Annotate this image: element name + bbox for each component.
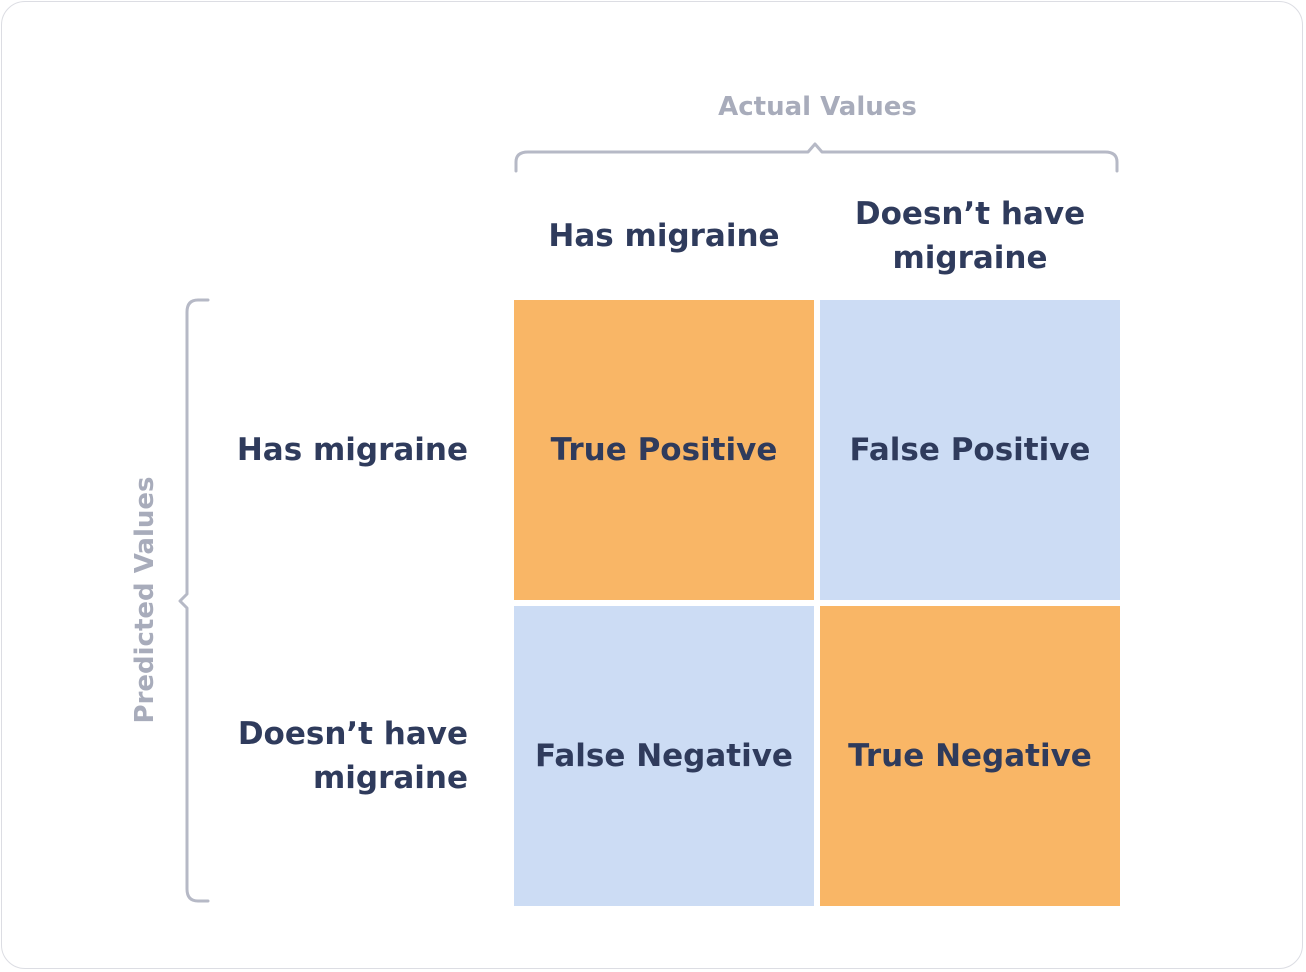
predicted-values-title: Predicted Values	[130, 476, 160, 724]
cell-true-negative: True Negative	[820, 606, 1120, 906]
row-label-doesnt-have-migraine: Doesn’t have migraine	[237, 716, 468, 796]
cell-false-negative: False Negative	[514, 606, 814, 906]
actual-values-title: Actual Values	[718, 92, 917, 122]
row-label-has-migraine: Has migraine	[236, 432, 468, 468]
column-label-has-migraine: Has migraine	[548, 218, 780, 254]
column-label-doesnt-have-migraine: Doesn’t have migraine	[854, 196, 1086, 276]
cell-false-positive: False Positive	[820, 300, 1120, 600]
cell-true-positive: True Positive	[514, 300, 814, 600]
